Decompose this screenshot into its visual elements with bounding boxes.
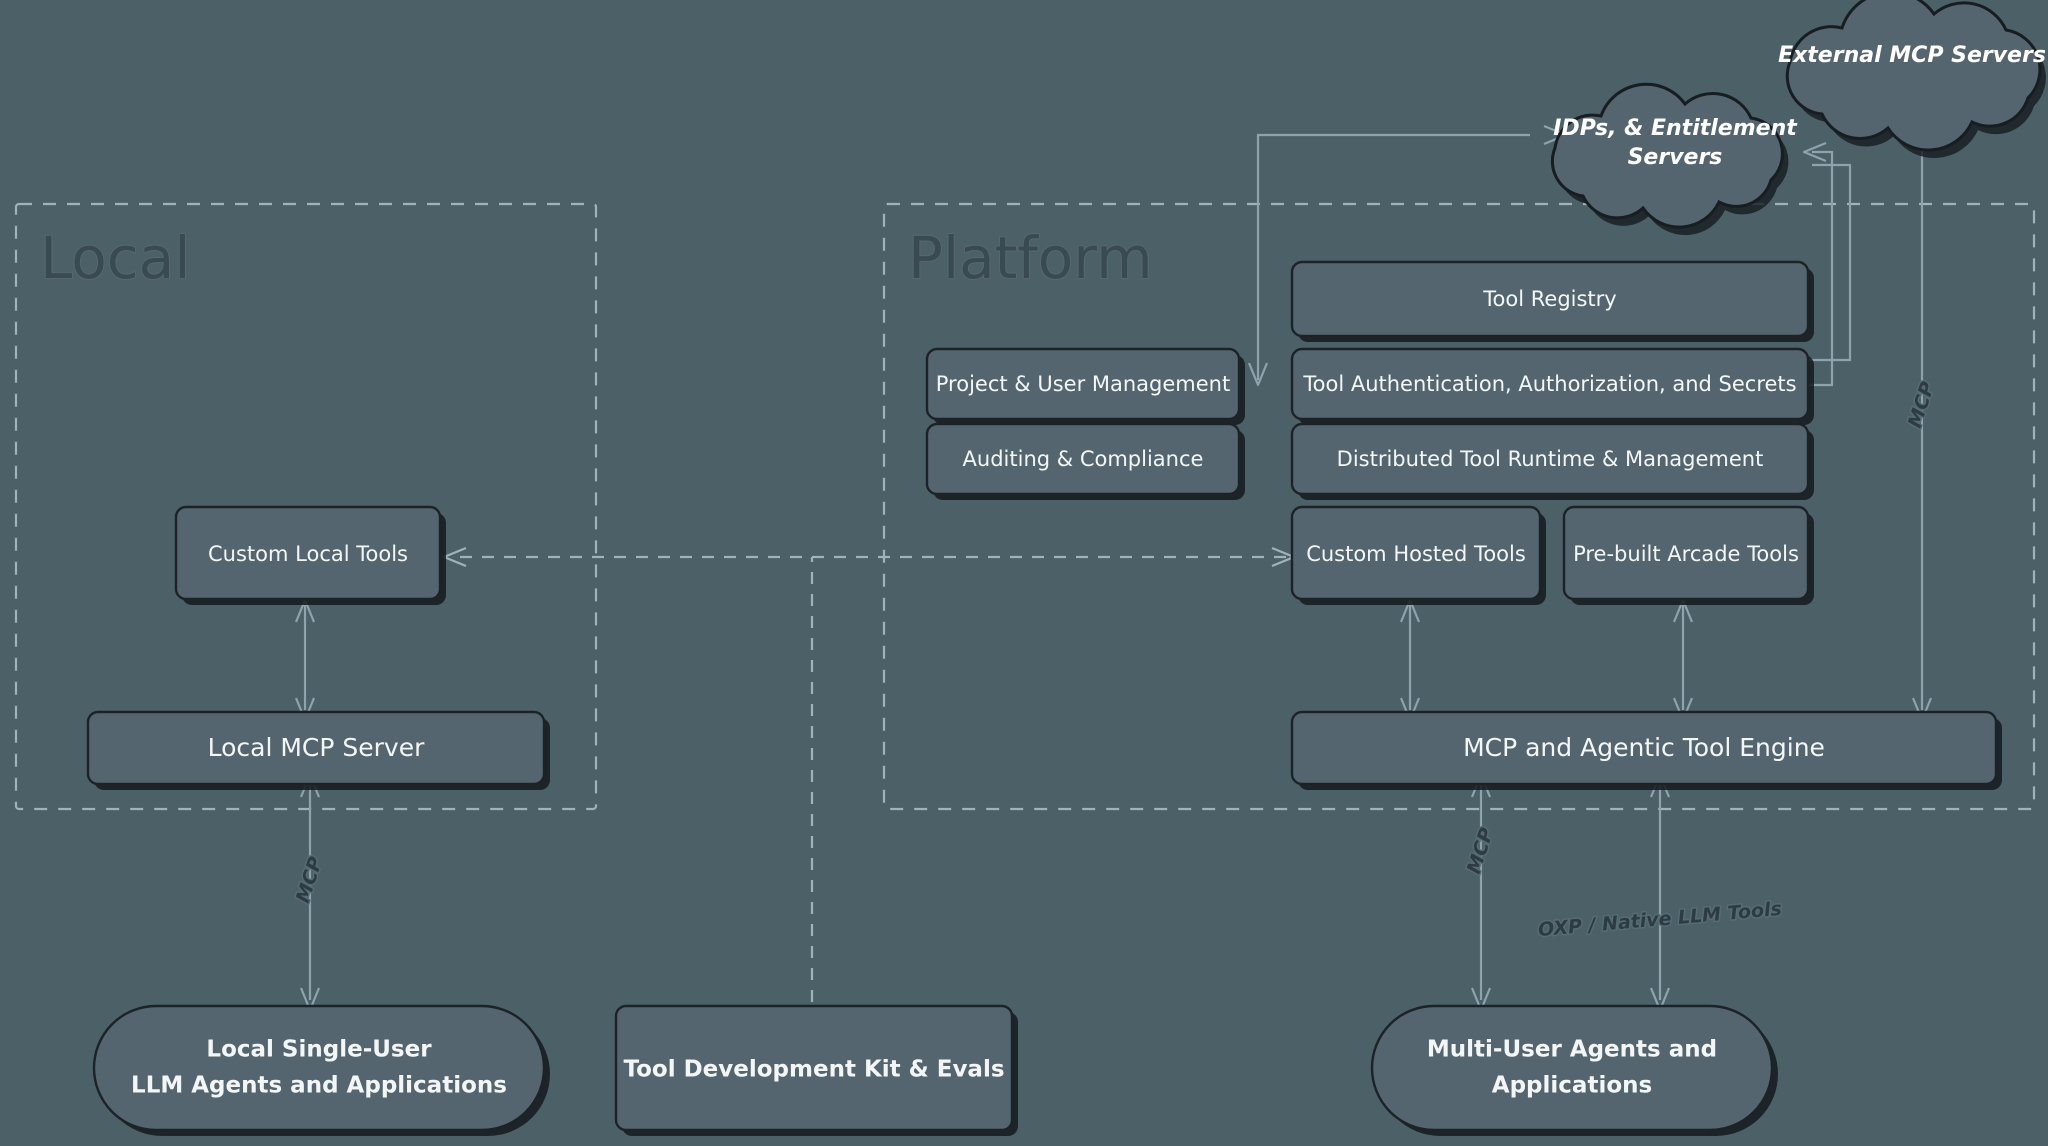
edge-local-tools-to-local-server	[294, 598, 316, 722]
node-distributed-runtime-label: Distributed Tool Runtime & Management	[1337, 447, 1764, 471]
node-local-mcp-server[interactable]: Local MCP Server	[86, 710, 550, 790]
node-mcp-agentic-engine[interactable]: MCP and Agentic Tool Engine	[1290, 710, 2002, 790]
group-local-title: Local	[40, 224, 190, 292]
node-mcp-agentic-engine-label: MCP and Agentic Tool Engine	[1463, 733, 1825, 762]
edge-label-engine-mcp: MCP	[1463, 825, 1498, 876]
node-auditing-compliance[interactable]: Auditing & Compliance	[925, 422, 1245, 500]
group-local-boundary	[14, 202, 598, 811]
edge-engine-to-multiuser-mcp: MCP	[1461, 773, 1500, 1012]
group-platform-title: Platform	[908, 224, 1153, 292]
node-custom-hosted-tools-label: Custom Hosted Tools	[1306, 542, 1526, 566]
edge-engine-to-external-mcp: MCP	[1902, 123, 1941, 722]
group-platform-boundary	[882, 202, 2036, 811]
node-tool-registry-label: Tool Registry	[1482, 287, 1616, 311]
node-custom-local-tools[interactable]: Custom Local Tools	[174, 505, 446, 605]
edge-label-external-mcp: MCP	[1904, 379, 1939, 430]
node-multi-user-agents-line1: Multi-User Agents and	[1427, 1037, 1717, 1063]
node-local-agents-line2: LLM Agents and Applications	[131, 1073, 507, 1099]
node-tool-dev-kit-label: Tool Development Kit & Evals	[623, 1057, 1004, 1083]
node-custom-local-tools-label: Custom Local Tools	[208, 542, 408, 566]
node-prebuilt-arcade-tools[interactable]: Pre-built Arcade Tools	[1562, 505, 1814, 605]
node-project-user-management-label: Project & User Management	[936, 372, 1230, 396]
cloud-idps-line2: Servers	[1628, 145, 1723, 170]
node-project-user-management[interactable]: Project & User Management	[925, 347, 1245, 425]
cloud-idps-entitlement-servers: IDPs, & Entitlement Servers	[1550, 82, 1798, 236]
node-local-mcp-server-label: Local MCP Server	[208, 733, 425, 762]
edge-label-local-mcp: MCP	[292, 854, 327, 905]
node-multi-user-agents-line2: Applications	[1492, 1073, 1652, 1099]
edge-arcade-tools-to-engine	[1672, 598, 1694, 722]
cloud-idps-line1: IDPs, & Entitlement	[1553, 116, 1798, 141]
node-local-agents-line1: Local Single-User	[206, 1037, 432, 1063]
edge-toolauth-to-idps	[1800, 141, 1852, 387]
node-custom-hosted-tools[interactable]: Custom Hosted Tools	[1290, 505, 1546, 605]
node-tool-dev-kit[interactable]: Tool Development Kit & Evals	[614, 1004, 1018, 1136]
cloud-external-mcp-servers: External MCP Servers	[1778, 0, 2046, 158]
edge-hosted-tools-to-engine	[1399, 598, 1421, 722]
node-prebuilt-arcade-tools-label: Pre-built Arcade Tools	[1573, 542, 1799, 566]
edge-hosted-to-local-tools	[442, 546, 1296, 568]
node-auditing-compliance-label: Auditing & Compliance	[963, 447, 1204, 471]
edge-engine-to-multiuser-oxp: OXP / Native LLM Tools	[1536, 773, 1784, 1012]
node-multi-user-agents[interactable]: Multi-User Agents and Applications	[1370, 1004, 1778, 1136]
node-tool-auth[interactable]: Tool Authentication, Authorization, and …	[1290, 347, 1814, 425]
node-tool-auth-label: Tool Authentication, Authorization, and …	[1302, 372, 1796, 396]
edge-local-server-to-agents: MCP	[290, 773, 329, 1012]
node-tool-registry[interactable]: Tool Registry	[1290, 260, 1814, 342]
node-local-agents[interactable]: Local Single-User LLM Agents and Applica…	[92, 1004, 550, 1136]
node-distributed-runtime[interactable]: Distributed Tool Runtime & Management	[1290, 422, 1814, 500]
cloud-external-mcp-servers-label: External MCP Servers	[1778, 43, 2046, 68]
edge-idps-to-project-management	[1247, 124, 1568, 387]
